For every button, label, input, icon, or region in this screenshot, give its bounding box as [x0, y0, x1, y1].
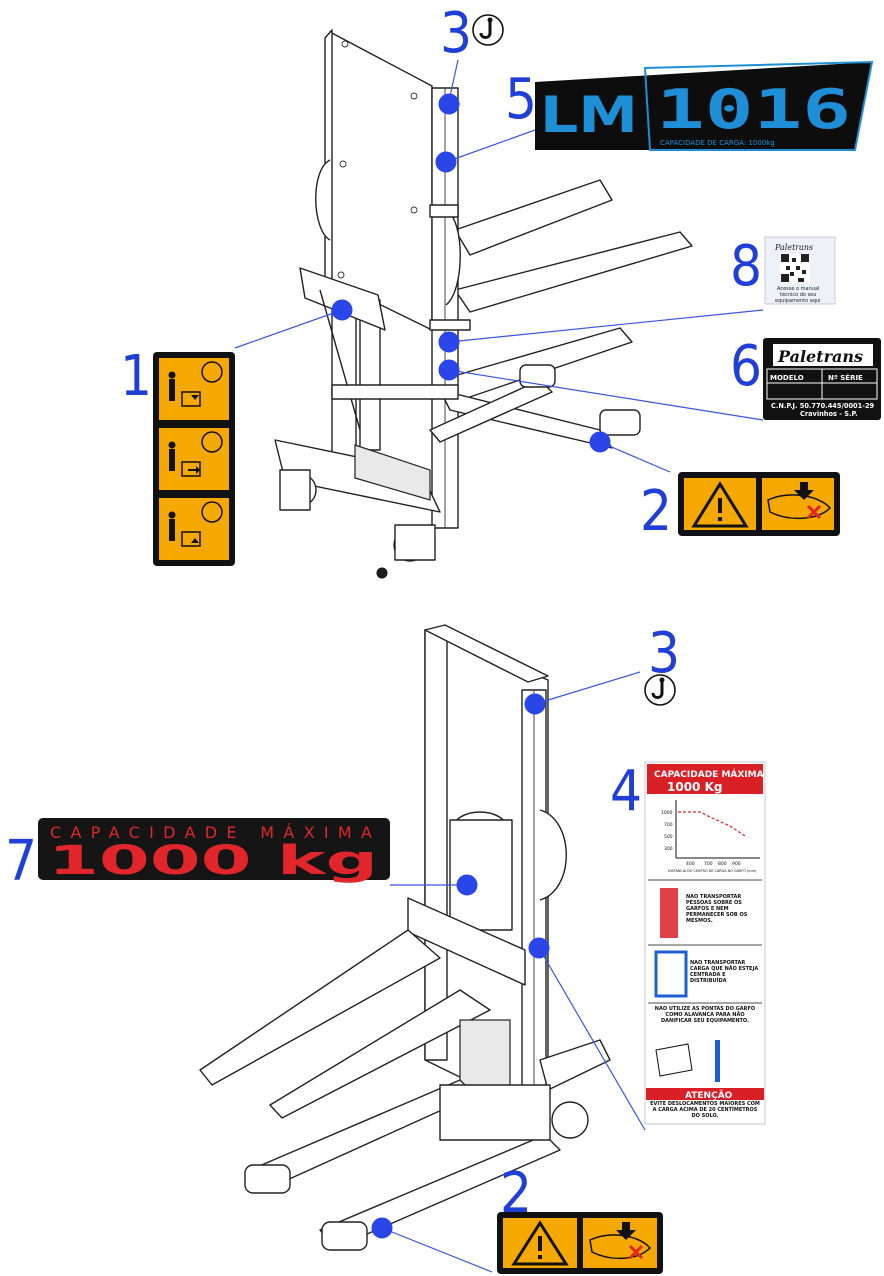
decal-paletrans-plate: Paletrans MODELO Nº SÉRIE C.N.P.J. 50.77… [763, 338, 881, 420]
marker-2a [589, 431, 611, 453]
chart-ytick-3: 300 [664, 846, 673, 852]
lift-pictogram-icon [168, 361, 223, 547]
warning-triangle-icon [691, 481, 749, 528]
uncentered-load-icon [654, 950, 688, 998]
plate-serie: Nº SÉRIE [828, 373, 863, 382]
decal-warning-bottom [497, 1212, 663, 1274]
qr-brand: Paletrans [774, 243, 813, 252]
chart-xtick-1: 700 [704, 861, 713, 867]
chart-attention: ATENÇÃO [685, 1090, 733, 1101]
hook-icon [644, 674, 676, 706]
callout-7: 7 [5, 829, 37, 894]
stacker-front-view [199, 624, 611, 1251]
marker-7 [456, 874, 478, 896]
capacity-red-line2: 1000 kg [48, 838, 378, 884]
chart-warning-2: NÃO TRANSPORTAR CARGA QUE NÃO ESTEJA CEN… [690, 960, 759, 984]
callout-3a: 3 [440, 1, 472, 66]
chart-xtick-2: 800 [718, 861, 727, 867]
decal-lm-capacity: CAPACIDADE DE CARGA: 1000kg [660, 139, 775, 147]
chart-xtick-3: 900 [732, 861, 741, 867]
decal-lift-pictograms [153, 352, 235, 566]
chart-warning-3: NÃO UTILIZE AS PONTAS DO GARFO COMO ALAV… [654, 1006, 756, 1024]
hook-icon [472, 14, 504, 46]
callout-4: 4 [610, 759, 642, 824]
callout-8: 8 [730, 234, 762, 299]
decal-capacity-chart: CAPACIDADE MÁXIMA 1000 Kg 1000 700 500 3… [644, 761, 766, 1125]
callout-1: 1 [120, 344, 152, 409]
chart-ytick-1: 700 [664, 822, 673, 828]
marker-6 [438, 359, 460, 381]
lever-box-icon [655, 1043, 693, 1077]
decal-lm-model: 1016 [656, 78, 851, 141]
chart-warning-1: NÃO TRANSPORTAR PESSOAS SOBRE OS GARFOS … [686, 894, 748, 924]
marker-2b [371, 1217, 393, 1239]
qr-code-icon [780, 253, 810, 283]
marker-1 [331, 299, 353, 321]
leader-lines [234, 59, 764, 1273]
capacity-red-line1: CAPACIDADE MÁXIMA [50, 823, 372, 842]
marker-3b [524, 693, 546, 715]
callout-5: 5 [505, 67, 537, 132]
chart-title-2: 1000 Kg [667, 780, 722, 794]
foot-crush-icon [589, 1222, 652, 1260]
plate-cnpj: C.N.P.J. 50.770.445/0001-29 [771, 402, 875, 410]
qr-line3: equipamento aqui [775, 298, 821, 304]
decal-warning-top [678, 472, 840, 536]
chart-capacity-line [678, 811, 746, 837]
chart-title-1: CAPACIDADE MÁXIMA [654, 768, 764, 780]
qr-line2: técnico do seu [780, 291, 816, 298]
chart-ytick-2: 500 [664, 834, 673, 840]
chart-ytick-0: 1000 [661, 810, 673, 816]
lever-mast-icon [715, 1040, 720, 1082]
marker-3a [438, 93, 460, 115]
warning-triangle-icon [511, 1220, 569, 1266]
decal-capacity-red: CAPACIDADE MÁXIMA 1000 kg [38, 818, 390, 884]
decal-qr: Paletrans Acesse o manual técnico do seu… [764, 236, 836, 305]
chart-warning-4: EVITE DESLOCAMENTOS MAIORES COM A CARGA … [650, 1101, 760, 1119]
qr-line1: Acesse o manual [777, 286, 819, 292]
plate-modelo: MODELO [770, 374, 804, 382]
decal-lm1016: LM 1016 CAPACIDADE DE CARGA: 1000kg [535, 60, 874, 151]
person-forks-icon [660, 888, 678, 938]
callout-6: 6 [730, 334, 762, 399]
callout-markers [331, 93, 611, 1239]
chart-xlabel: DISTÂNCIA DO CENTRO DE CARGA NO GARFO (m… [668, 868, 757, 873]
callout-numbers: 1 2 3 5 6 8 3 4 7 2 [5, 1, 762, 1226]
marker-4 [528, 937, 550, 959]
marker-5 [435, 151, 457, 173]
decal-lm-prefix: LM [540, 86, 638, 144]
marker-8 [438, 331, 460, 353]
callout-2a: 2 [640, 479, 672, 544]
plate-city: Cravinhos - S.P. [800, 410, 858, 418]
plate-brand: Paletrans [777, 347, 863, 366]
foot-crush-icon [767, 482, 832, 520]
chart-xtick-0: 400 [686, 861, 695, 867]
